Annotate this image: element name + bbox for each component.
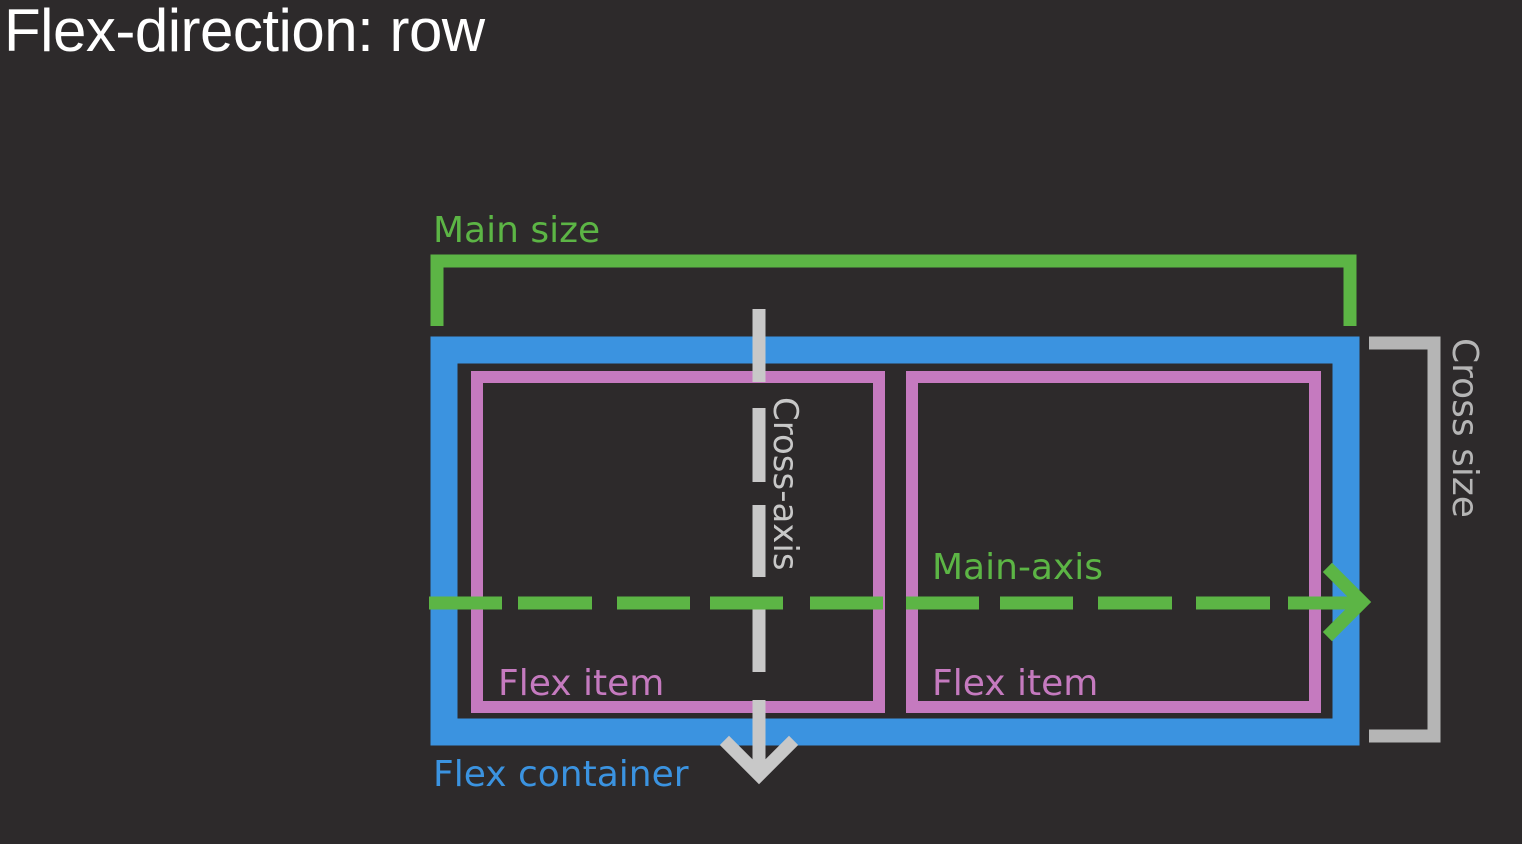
flex-item-2-label: Flex item (932, 663, 1098, 704)
cross-axis-label: Cross-axis (765, 397, 805, 571)
flex-item-1 (471, 371, 885, 713)
flex-item-2 (906, 371, 1321, 713)
main-size-label: Main size (433, 210, 600, 251)
cross-size-label: Cross size (1444, 338, 1485, 518)
cross-axis-arrow (719, 309, 799, 785)
diagram-title: Flex-direction: row (4, 0, 485, 64)
flex-container-label: Flex container (433, 754, 689, 795)
main-size-bracket (430, 254, 1357, 326)
main-axis-arrow (429, 562, 1372, 642)
flex-item-1-label: Flex item (498, 663, 664, 704)
flex-container (430, 336, 1360, 746)
cross-size-bracket (1369, 336, 1441, 743)
main-axis-label: Main-axis (932, 547, 1103, 588)
